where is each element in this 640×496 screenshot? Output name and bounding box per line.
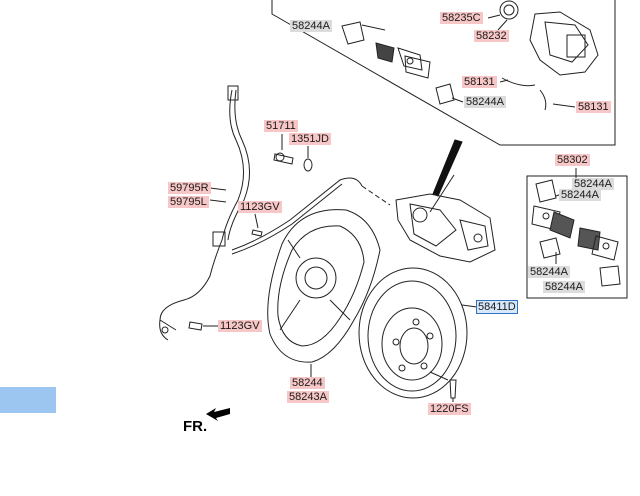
- label-51711[interactable]: 51711: [264, 120, 298, 132]
- label-58244A-top[interactable]: 58244A: [290, 20, 332, 32]
- label-58244[interactable]: 58244: [290, 377, 325, 389]
- label-58131-b[interactable]: 58131: [576, 101, 611, 113]
- label-58243A[interactable]: 58243A: [287, 391, 329, 403]
- label-58302[interactable]: 58302: [555, 154, 590, 166]
- label-59795R[interactable]: 59795R: [168, 182, 211, 194]
- pad-kit-box: [526, 175, 628, 299]
- caliper-detail-box: [271, 0, 616, 146]
- label-58235C[interactable]: 58235C: [440, 12, 483, 24]
- label-59795L[interactable]: 59795L: [168, 196, 209, 208]
- label-58232[interactable]: 58232: [474, 30, 509, 42]
- label-58244A-kit-1[interactable]: 58244A: [572, 178, 614, 190]
- label-58244A-kit-3[interactable]: 58244A: [528, 266, 570, 278]
- label-1123GV-a[interactable]: 1123GV: [238, 201, 282, 213]
- label-58131-a[interactable]: 58131: [462, 76, 497, 88]
- label-58244A-kit-4[interactable]: 58244A: [543, 281, 585, 293]
- label-58411D[interactable]: 58411D: [476, 300, 518, 314]
- label-58244A-kit-2[interactable]: 58244A: [559, 189, 601, 201]
- label-58244A-mid[interactable]: 58244A: [464, 96, 506, 108]
- label-1123GV-b[interactable]: 1123GV: [218, 320, 262, 332]
- front-direction-arrow: [206, 408, 230, 421]
- label-1351JD[interactable]: 1351JD: [289, 133, 331, 145]
- highlight-box[interactable]: [0, 387, 56, 413]
- front-direction-label: FR.: [183, 418, 208, 435]
- label-1220FS[interactable]: 1220FS: [428, 403, 471, 415]
